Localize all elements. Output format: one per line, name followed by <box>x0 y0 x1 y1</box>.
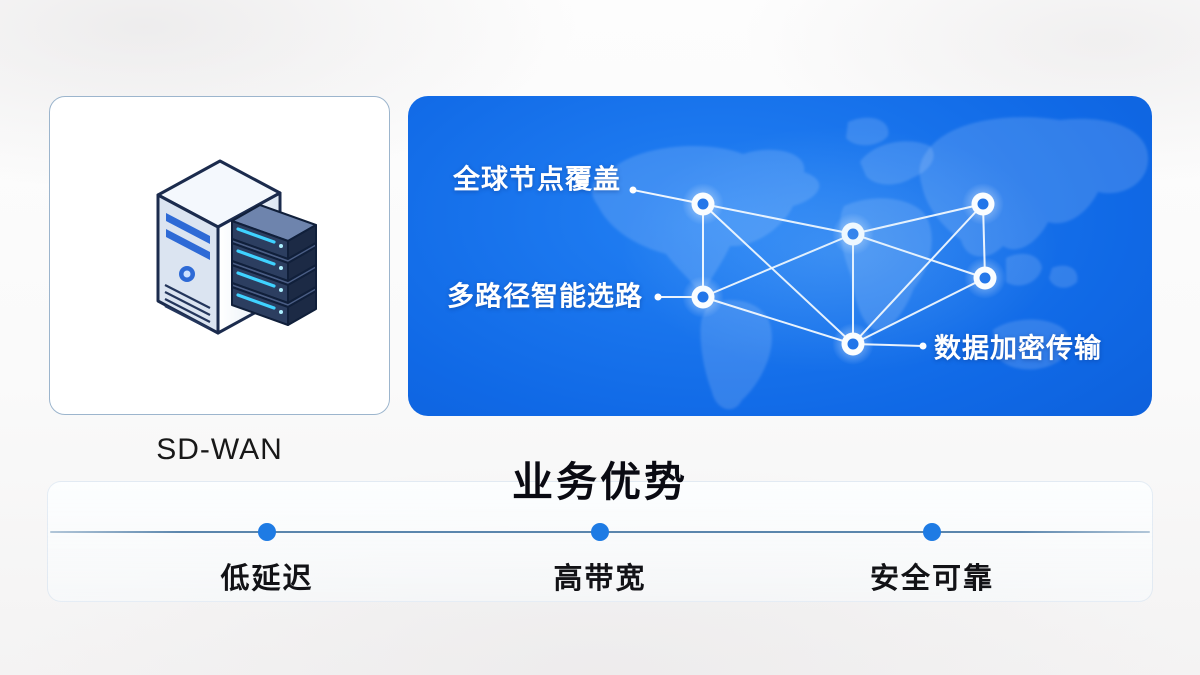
panel-feature-label: 多路径智能选路 <box>447 281 643 312</box>
panel-feature-label: 全球节点覆盖 <box>453 164 621 195</box>
link-line <box>852 233 986 279</box>
link-line <box>852 277 986 345</box>
benefit-label: 高带宽 <box>553 563 647 595</box>
label-connector-dot <box>919 342 927 350</box>
label-connector-dot <box>654 293 662 301</box>
link-line <box>702 203 854 345</box>
benefit-label: 安全可靠 <box>869 563 995 595</box>
benefit-dot <box>591 523 609 541</box>
sdwan-title: SD-WAN <box>156 433 283 466</box>
network-links-layer <box>629 183 1006 365</box>
benefit-dot <box>923 523 941 541</box>
benefit-label: 低延迟 <box>220 563 314 595</box>
link-line <box>852 203 984 345</box>
link-line <box>702 203 854 235</box>
benefits-title: 业务优势 <box>512 459 688 505</box>
network-panel: 全球节点覆盖多路径智能选路数据加密传输 <box>408 96 1152 416</box>
network-node <box>682 276 724 318</box>
sdwan-card: SD-WAN <box>49 96 390 466</box>
network-node <box>682 183 724 225</box>
network-node <box>832 323 874 365</box>
link-line <box>852 203 984 235</box>
network-node <box>964 257 1006 299</box>
network-node <box>962 183 1004 225</box>
network-node <box>832 213 874 255</box>
benefits-card <box>47 481 1153 602</box>
link-line <box>702 233 854 298</box>
link-line <box>702 296 854 345</box>
panel-feature-label: 数据加密传输 <box>934 333 1102 364</box>
label-connector-dot <box>629 186 637 194</box>
server-stack-icon <box>156 159 317 335</box>
benefit-dot <box>258 523 276 541</box>
